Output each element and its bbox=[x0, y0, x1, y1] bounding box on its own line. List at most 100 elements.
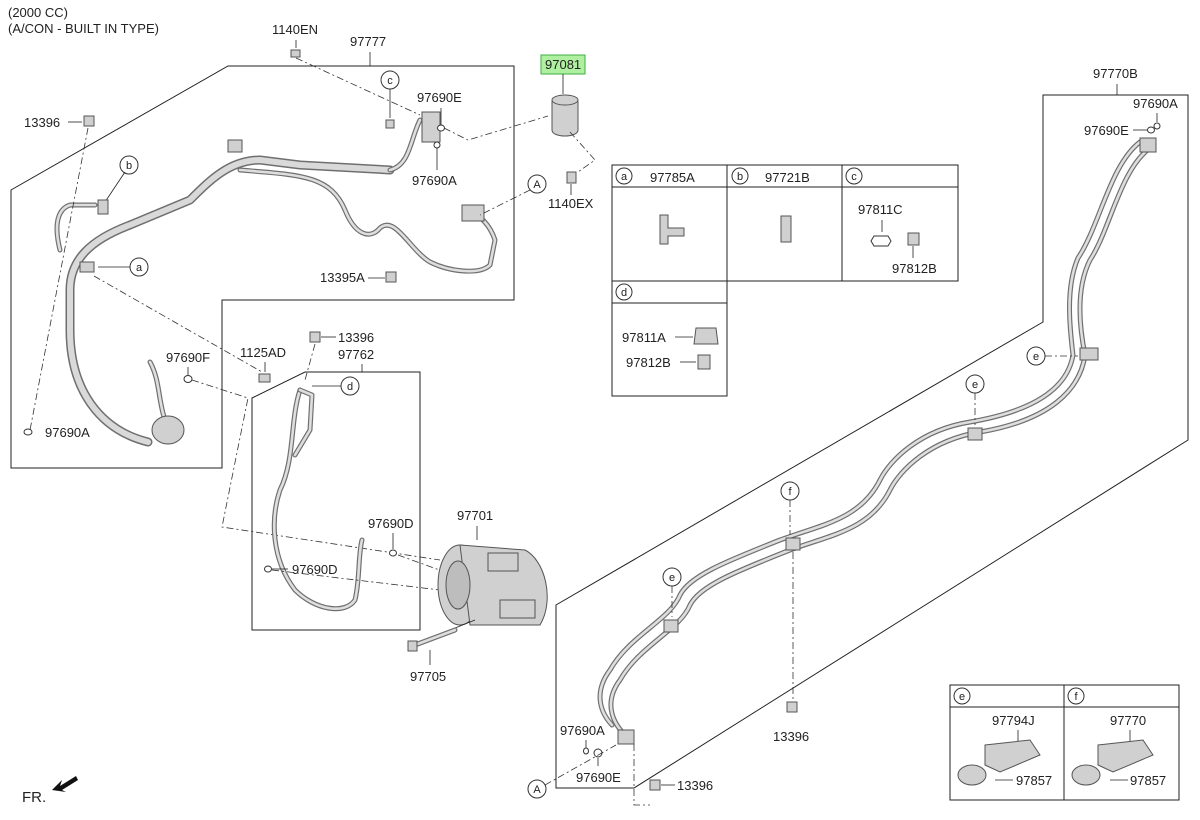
receiver-drier-97081 bbox=[551, 94, 579, 137]
callout-A-top: A bbox=[527, 174, 547, 194]
oring-97690A-bottom bbox=[583, 747, 589, 755]
label-97690E-top: 97690E bbox=[417, 90, 462, 105]
cushion-97857-e bbox=[957, 764, 987, 786]
table-e-part1: 97794J bbox=[992, 713, 1035, 728]
nut-97812B-c bbox=[907, 232, 920, 246]
label-1140EN: 1140EN bbox=[272, 22, 318, 37]
nut-13396-bottom bbox=[649, 779, 661, 791]
svg-text:e: e bbox=[669, 572, 675, 584]
label-13396-left: 13396 bbox=[24, 115, 60, 130]
callout-a-top: a bbox=[129, 257, 149, 277]
oring-97690E-bottom bbox=[593, 748, 603, 758]
bolt-1140EN bbox=[290, 49, 301, 58]
label-97690A-left: 97690A bbox=[45, 425, 90, 440]
front-direction-label: FR. bbox=[22, 789, 46, 806]
liquid-line-97770B bbox=[597, 137, 1157, 745]
table-f-part1: 97770 bbox=[1110, 713, 1146, 728]
table-e-part2: 97857 bbox=[1016, 773, 1052, 788]
table-a-letter: a bbox=[621, 171, 628, 183]
table-d-letter: d bbox=[621, 287, 627, 299]
table-d: d 97811A 97812B bbox=[611, 280, 728, 397]
clamp-97794J bbox=[984, 739, 1041, 773]
callout-d-mid: d bbox=[340, 376, 360, 396]
callout-b-top: b bbox=[119, 155, 139, 175]
suction-hose-97777 bbox=[54, 117, 423, 447]
label-1140EX: 1140EX bbox=[548, 196, 594, 211]
pressure-sensor-b-marker bbox=[97, 199, 109, 215]
label-97690E-bottom: 97690E bbox=[576, 770, 621, 785]
svg-text:e: e bbox=[972, 379, 978, 391]
label-97690D-left: 97690D bbox=[292, 562, 338, 577]
label-13396-right: 13396 bbox=[773, 729, 809, 744]
svg-text:b: b bbox=[126, 160, 132, 172]
nut-13396-right bbox=[786, 701, 798, 713]
table-b-part: 97721B bbox=[765, 170, 810, 185]
table-d-part2: 97812B bbox=[626, 355, 671, 370]
label-97690A-topright: 97690A bbox=[1133, 96, 1178, 111]
oring-97690D-left bbox=[264, 565, 272, 573]
liquid-line-97777 bbox=[237, 167, 498, 274]
bolt-97705 bbox=[407, 627, 458, 652]
nut-13395A bbox=[385, 271, 397, 283]
table-c-part1: 97811C bbox=[858, 202, 903, 217]
table-abc: a 97785A b 97721B c 97811C 97812B bbox=[611, 164, 959, 282]
compressor-97701 bbox=[437, 544, 548, 626]
oring-97690E-topright bbox=[1147, 126, 1155, 134]
label-97690E-topright: 97690E bbox=[1084, 123, 1129, 138]
label-13396-bottom: 13396 bbox=[677, 778, 713, 793]
callout-c-top: c bbox=[380, 70, 400, 90]
engine-spec-label: (2000 CC) bbox=[8, 5, 68, 20]
bracket-97785A bbox=[659, 214, 685, 245]
callout-e-3: e bbox=[662, 567, 682, 587]
assembly-97762-frame bbox=[251, 371, 421, 631]
oring-97690A-topright bbox=[1153, 122, 1161, 130]
label-13396-mid: 13396 bbox=[338, 330, 374, 345]
table-d-part1: 97811A bbox=[622, 330, 666, 345]
oring-97690A-top bbox=[433, 141, 441, 149]
label-13395A: 13395A bbox=[320, 270, 365, 285]
callout-A-bottom: A bbox=[527, 779, 547, 799]
bolt-1140EX bbox=[566, 171, 577, 184]
bolt-1125AD bbox=[258, 373, 271, 383]
label-1125AD: 1125AD bbox=[240, 345, 286, 360]
label-97690D-right: 97690D bbox=[368, 516, 414, 531]
table-a-part: 97785A bbox=[650, 170, 695, 185]
table-ef: e 97794J 97857 f 97770 97857 bbox=[949, 684, 1180, 801]
cushion-97857-f bbox=[1071, 764, 1101, 786]
table-c-part2: 97812B bbox=[892, 261, 937, 276]
svg-text:A: A bbox=[533, 179, 541, 191]
assembly-97777-frame bbox=[10, 65, 515, 469]
nut-13396-mid bbox=[309, 331, 321, 343]
svg-text:a: a bbox=[136, 262, 143, 274]
assembly-97770B-frame bbox=[555, 94, 1189, 789]
front-arrow-icon bbox=[52, 776, 78, 792]
discharge-hose-97762 bbox=[271, 387, 365, 612]
grommet-97811C bbox=[870, 235, 892, 247]
callout-f-mid: f bbox=[780, 481, 800, 501]
nut-97812B-d bbox=[697, 354, 711, 370]
label-97762: 97762 bbox=[338, 347, 374, 362]
clip-c-marker bbox=[385, 119, 395, 129]
oring-97690F bbox=[183, 375, 193, 383]
table-f-part2: 97857 bbox=[1130, 773, 1166, 788]
label-97690F: 97690F bbox=[166, 350, 210, 365]
table-b-letter: b bbox=[737, 171, 743, 183]
table-e-letter: e bbox=[959, 691, 965, 703]
label-97701: 97701 bbox=[457, 508, 493, 523]
nut-13396-left bbox=[83, 115, 95, 127]
table-f-letter: f bbox=[1074, 691, 1078, 703]
svg-text:d: d bbox=[347, 381, 353, 393]
callout-e-1: e bbox=[1026, 346, 1046, 366]
label-97777: 97777 bbox=[350, 34, 386, 49]
label-97081[interactable]: 97081 bbox=[545, 57, 581, 72]
label-97705: 97705 bbox=[410, 669, 446, 684]
sensor-97721B bbox=[780, 215, 792, 243]
svg-text:e: e bbox=[1033, 351, 1039, 363]
clamp-97770 bbox=[1097, 739, 1154, 773]
label-97690A-top: 97690A bbox=[412, 173, 457, 188]
label-97690A-bottom: 97690A bbox=[560, 723, 605, 738]
callout-e-2: e bbox=[965, 374, 985, 394]
oring-97690A-left bbox=[23, 428, 33, 436]
oring-97690E-top bbox=[437, 124, 445, 132]
ac-type-label: (A/CON - BUILT IN TYPE) bbox=[8, 21, 159, 36]
